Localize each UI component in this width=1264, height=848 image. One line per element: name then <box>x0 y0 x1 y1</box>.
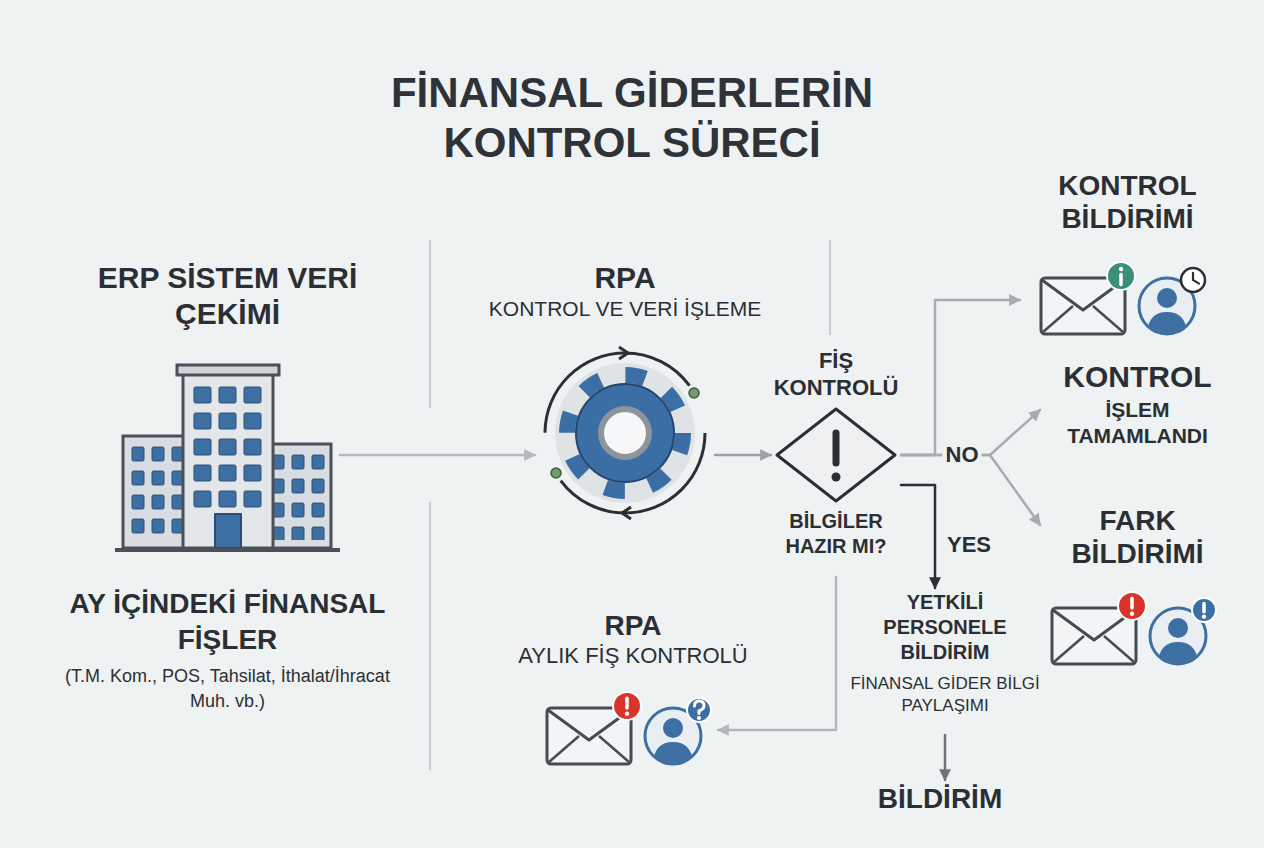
node-heading: FARK BİLDİRİMİ <box>1040 504 1235 570</box>
node-text: FİNANSAL GİDER BİLGİ PAYLAŞIMI <box>850 673 1040 717</box>
node-heading: RPA <box>445 261 805 295</box>
node-heading: RPA <box>468 610 798 642</box>
text-group: KONTROL BİLDİRİMİ <box>1020 169 1235 235</box>
decision-diamond <box>771 405 901 505</box>
node-text: AY İÇİNDEKİ FİNANSAL FİŞLER <box>58 586 398 658</box>
mail-alert-icon <box>1048 590 1228 670</box>
connector-arrow <box>901 300 1020 455</box>
mail-alert-icon <box>543 690 723 770</box>
gear-icon <box>535 345 715 520</box>
node-heading: KONTROL BİLDİRİMİ <box>1020 169 1235 235</box>
node-heading: BİLDİRİM <box>855 782 1025 816</box>
process-node: ERP SİSTEM VERİ ÇEKİMİAY İÇİNDEKİ FİNANS… <box>115 362 340 556</box>
edge-label: YES <box>944 532 994 558</box>
edge-label: NO <box>943 442 982 468</box>
mail-info-icon <box>1037 260 1217 340</box>
divider-line <box>429 240 431 408</box>
text-group: FİŞ KONTROLÜ <box>761 347 911 401</box>
process-node: YETKİLİ PERSONELE BİLDİRİM FİNANSAL GİDER… <box>850 588 1040 735</box>
gear-icon <box>535 345 715 520</box>
process-node: KONTROL BİLDİRİMİ <box>1020 165 1235 342</box>
process-node: FİŞ KONTROLÜBİLGİLER HAZIR MI? <box>771 405 901 577</box>
mail-alert-icon <box>1048 590 1228 670</box>
process-node: FARK BİLDİRİMİ <box>1040 500 1235 675</box>
diagram-title: FİNANSAL GİDERLERİN KONTROL SÜRECİ <box>312 68 952 168</box>
text-group: RPAKONTROL VE VERİ İŞLEME <box>445 261 805 323</box>
process-node: BİLDİRİM <box>855 780 1025 822</box>
node-text: AYLIK FİŞ KONTROLÜ <box>468 642 798 670</box>
connector-arrow <box>901 485 935 588</box>
node-text: İŞLEM TAMAMLANDI <box>1053 397 1223 449</box>
text-group: ERP SİSTEM VERİ ÇEKİMİ <box>88 260 368 332</box>
building-icon <box>115 362 340 556</box>
process-node: RPAAYLIK FİŞ KONTROLÜ <box>548 690 718 770</box>
building-icon <box>115 362 340 556</box>
mail-info-icon <box>1037 260 1217 340</box>
divider-line <box>429 502 431 770</box>
text-group: RPAAYLIK FİŞ KONTROLÜ <box>468 610 798 670</box>
node-text: BİLGİLER HAZIR MI? <box>771 509 901 559</box>
divider-line <box>829 240 831 335</box>
text-group: BİLDİRİM <box>855 782 1025 816</box>
mail-alert-icon <box>543 690 723 770</box>
text-group: KONTROLİŞLEM TAMAMLANDI <box>1040 359 1235 449</box>
connector-arrow <box>715 454 771 457</box>
node-heading: FİŞ KONTROLÜ <box>761 347 911 401</box>
connector-arrow <box>340 454 535 457</box>
text-group: BİLGİLER HAZIR MI? <box>771 509 901 559</box>
connector-arrow <box>944 735 947 780</box>
node-text: (T.M. Kom., POS, Tahsilat, İthalat/İhrac… <box>58 664 398 714</box>
process-node: KONTROLİŞLEM TAMAMLANDI <box>1040 355 1235 465</box>
text-group: FARK BİLDİRİMİ <box>1040 504 1235 570</box>
text-group: AY İÇİNDEKİ FİNANSAL FİŞLER (T.M. Kom., P… <box>58 586 398 714</box>
text-group: YETKİLİ PERSONELE BİLDİRİM FİNANSAL GİDER… <box>850 590 1040 717</box>
node-heading: ERP SİSTEM VERİ ÇEKİMİ <box>88 260 368 332</box>
node-heading: YETKİLİ PERSONELE BİLDİRİM <box>875 590 1015 665</box>
decision-diamond <box>771 405 901 505</box>
node-heading: KONTROL <box>1040 359 1235 395</box>
process-node: RPAKONTROL VE VERİ İŞLEME <box>535 345 715 520</box>
node-text: KONTROL VE VERİ İŞLEME <box>445 295 805 323</box>
